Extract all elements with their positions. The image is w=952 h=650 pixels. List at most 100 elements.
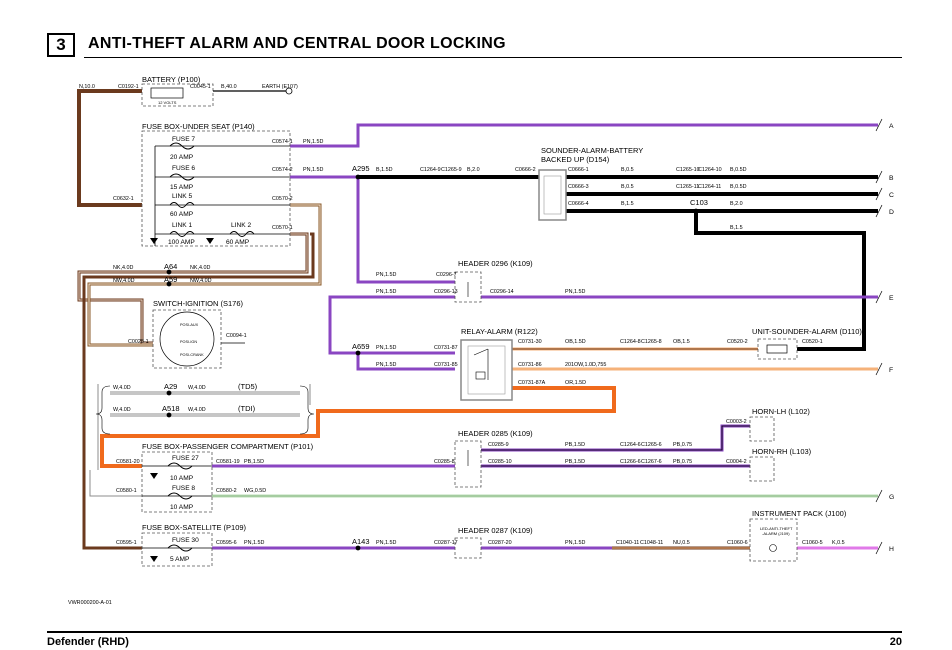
header-rule [84,57,902,58]
svg-text:W,4.0D: W,4.0D [188,407,206,413]
svg-text:C0520-1: C0520-1 [802,339,823,345]
svg-text:B,1.5: B,1.5 [730,225,743,231]
svg-text:W,4.0D: W,4.0D [188,385,206,391]
svg-text:20 AMP: 20 AMP [170,154,194,161]
svg-text:C1265-6: C1265-6 [641,442,662,448]
svg-text:C0731-87: C0731-87 [434,345,458,351]
fuse-box-under-seat: FUSE BOX-UNDER SEAT (P140) FUSE 7 20 AMP… [141,122,291,247]
svg-text:C0580-1: C0580-1 [116,488,137,494]
image-ref: VWR000200-A-01 [68,600,112,606]
svg-text:WG,0.5D: WG,0.5D [244,488,266,494]
svg-text:N,10.0: N,10.0 [79,84,95,90]
svg-text:PB,1.5D: PB,1.5D [244,459,264,465]
svg-text:201OW,1.0D,755: 201OW,1.0D,755 [565,362,606,368]
svg-text:C0666-4: C0666-4 [568,201,589,207]
svg-text:C1264-11: C1264-11 [698,184,721,190]
svg-text:A518: A518 [162,404,180,413]
svg-text:F: F [889,367,893,374]
section-number: 3 [47,33,75,57]
wire-or [100,386,616,468]
svg-text:C1265-11: C1265-11 [676,184,699,190]
wire-pb-horn-lh-inner [481,425,750,451]
svg-text:100 AMP: 100 AMP [168,239,195,246]
svg-text:C0666-2: C0666-2 [515,167,536,173]
svg-text:A295: A295 [352,164,370,173]
svg-text:C0296-14: C0296-14 [490,289,514,295]
svg-text:OR,1.5D: OR,1.5D [565,380,586,386]
svg-text:FUSE 30: FUSE 30 [172,537,199,544]
svg-text:C1060-6: C1060-6 [727,540,748,546]
svg-text:C0192-1: C0192-1 [118,84,139,90]
svg-text:OB,1.5D: OB,1.5D [565,339,586,345]
horn-lh: HORN-LH (L102) [749,407,810,442]
switch-ignition: SWITCH-IGNITION (S176) POSI-AUX POSI-IGN… [152,299,245,369]
unit-sounder-label: UNIT-SOUNDER-ALARM (D110) [752,327,862,336]
svg-text:C0595-1: C0595-1 [116,540,137,546]
svg-text:60 AMP: 60 AMP [170,211,194,218]
fuse-box-passenger: FUSE BOX-PASSENGER COMPARTMENT (P101) FU… [141,442,314,513]
horn-rh: HORN-RH (L103) [749,447,812,482]
svg-text:K,0.5: K,0.5 [832,540,845,546]
svg-text:LINK 5: LINK 5 [172,193,192,200]
svg-text:H: H [889,546,894,553]
svg-text:C0595-6: C0595-6 [216,540,237,546]
instrument-pack-label: INSTRUMENT PACK (J100) [752,509,847,518]
link-2: LINK 2 60 AMP [226,222,255,246]
sounder-battery-label-2: BACKED UP (D154) [541,155,610,164]
svg-text:C0003-2: C0003-2 [726,419,747,425]
sounder-alarm-battery: SOUNDER-ALARM-BATTERY BACKED UP (D154) [538,146,643,221]
page-number: 20 [889,636,902,648]
fuse-box-seat-label: FUSE BOX-UNDER SEAT (P140) [142,122,255,131]
svg-text:C1265-8: C1265-8 [641,339,662,345]
svg-text:C1264-10: C1264-10 [698,167,722,173]
svg-text:PN,1.5D: PN,1.5D [376,362,396,368]
svg-text:A29: A29 [164,382,177,391]
earth-icon: EARTH (E107) [262,84,298,95]
svg-text:C1265-9: C1265-9 [441,167,462,173]
svg-text:PN,1.5D: PN,1.5D [244,540,264,546]
svg-text:10 AMP: 10 AMP [170,475,194,482]
svg-text:C0296-13: C0296-13 [434,289,458,295]
svg-text:PN,1.5D: PN,1.5D [303,139,323,145]
svg-text:A143: A143 [352,537,370,546]
svg-text:E: E [889,295,894,302]
svg-text:PB,1.5D: PB,1.5D [565,459,585,465]
svg-text:B,2.0: B,2.0 [467,167,480,173]
footer-rule [47,631,902,633]
fuse-box-satellite: FUSE BOX-SATELLITE (P109) FUSE 30 5 AMP [141,523,247,567]
svg-text:PN,1.5D: PN,1.5D [376,345,396,351]
svg-text:PN,1.5D: PN,1.5D [565,289,585,295]
wire-a295-header [356,177,455,284]
svg-text:C0094-1: C0094-1 [226,333,247,339]
svg-text:C1267-6: C1267-6 [641,459,662,465]
link-5: LINK 5 60 AMP [169,193,195,218]
svg-text:C0296-7: C0296-7 [436,272,457,278]
svg-text:A659: A659 [352,342,370,351]
svg-text:FUSE 7: FUSE 7 [172,136,195,143]
svg-text:PB,0.75: PB,0.75 [673,442,692,448]
svg-text:FUSE 27: FUSE 27 [172,455,199,462]
header-0285: HEADER 0285 (K109) [454,429,533,488]
header-0287: HEADER 0287 (K109) [454,526,533,559]
svg-text:5 AMP: 5 AMP [170,556,190,563]
svg-text:C0570-1: C0570-1 [272,225,293,231]
wire-e-loop [328,295,455,355]
svg-text:B,1.5D: B,1.5D [376,167,393,173]
svg-text:C1264-8: C1264-8 [620,339,641,345]
svg-text:W,4.0D: W,4.0D [113,407,131,413]
battery: BATTERY (P100) 12 VOLTS [141,75,214,107]
svg-text:D: D [889,209,894,216]
svg-text:C1264-9: C1264-9 [420,167,441,173]
unit-sounder-alarm: UNIT-SOUNDER-ALARM (D110) [752,327,862,360]
earth-label: EARTH (E107) [262,84,298,90]
diagram-text: N,10.0 C0192-1 C0045-1 B,40.0 C0574-1 PN… [68,84,845,606]
svg-text:POSI-IGN: POSI-IGN [180,340,197,344]
wire-sat-feed [82,232,315,550]
svg-text:C103: C103 [690,198,708,207]
svg-text:A64: A64 [164,262,177,271]
svg-text:C: C [889,192,894,199]
svg-text:A59: A59 [164,275,177,284]
svg-text:W,4.0D: W,4.0D [113,385,131,391]
svg-text:C0574-2: C0574-2 [272,167,293,173]
svg-text:C0285-9: C0285-9 [488,442,509,448]
